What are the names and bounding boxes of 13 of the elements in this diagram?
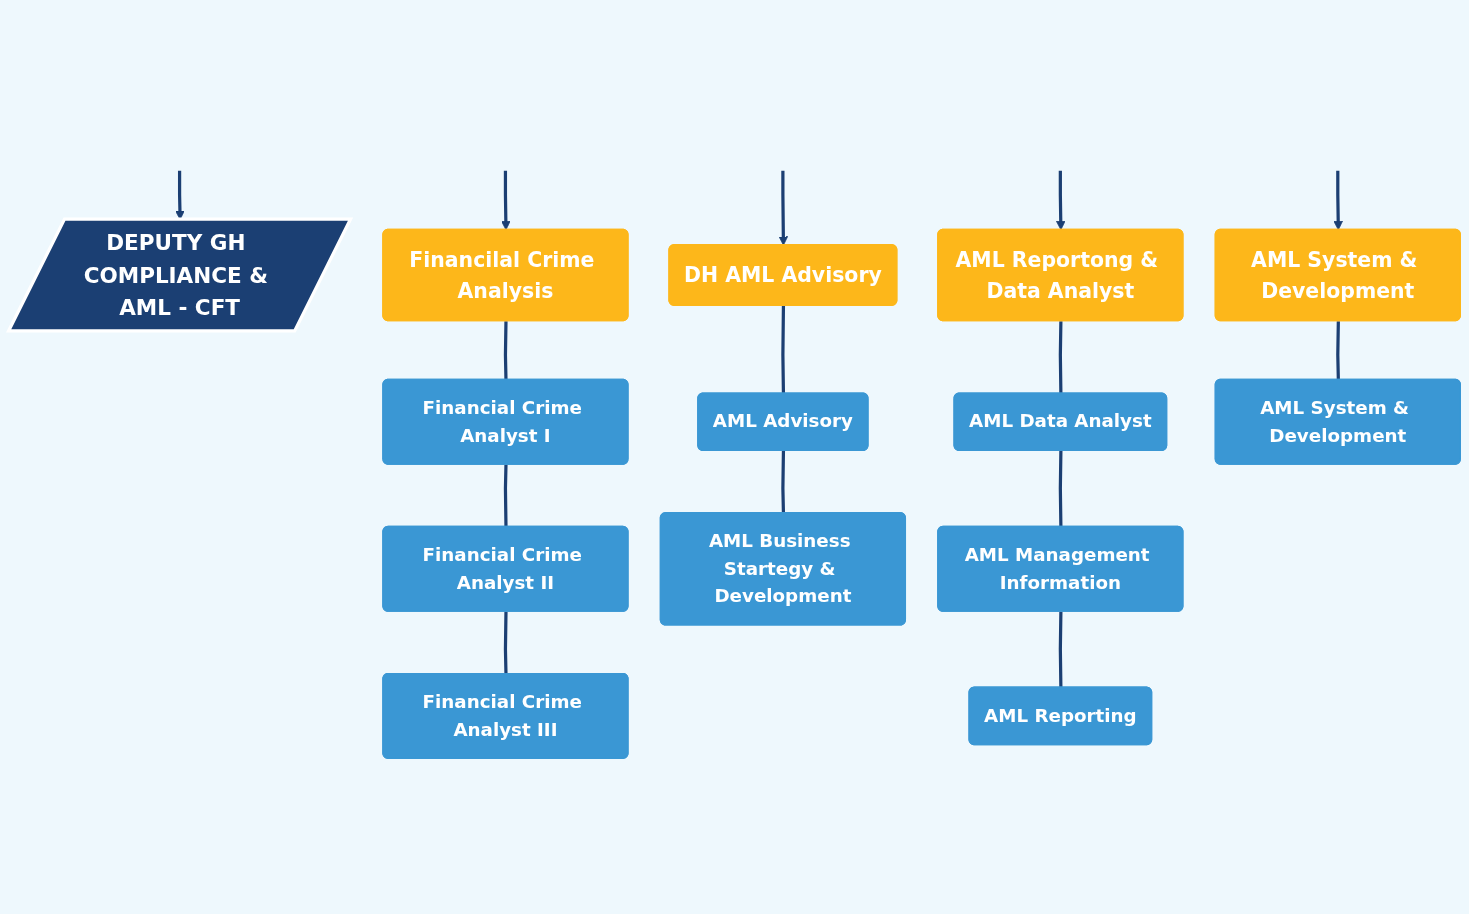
arrow [778, 170, 789, 246]
arrow [501, 170, 511, 231]
arrow [1056, 170, 1066, 231]
arrow [1333, 170, 1343, 231]
connector [503, 464, 508, 527]
connector [781, 305, 786, 394]
connector [503, 321, 508, 380]
connector [1058, 451, 1063, 527]
connector [1058, 321, 1063, 394]
connector [503, 611, 508, 674]
connector [1336, 321, 1340, 380]
connector [1058, 611, 1063, 688]
connector [781, 451, 786, 514]
